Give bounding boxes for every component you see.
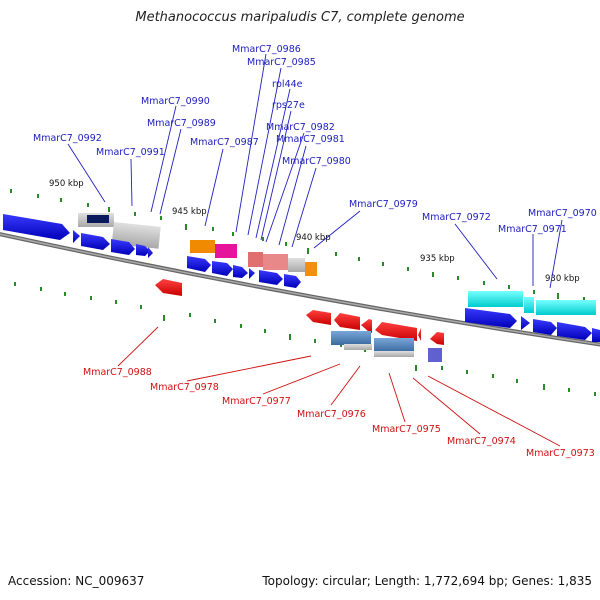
gene-label-mmarc7-0974: MmarC7_0974 xyxy=(447,436,516,447)
gene-label-mmarc7-0988: MmarC7_0988 xyxy=(83,367,152,378)
gene-label-rpl44e: rpl44e xyxy=(272,79,303,90)
gene-label-mmarc7-0986: MmarC7_0986 xyxy=(232,44,301,55)
scale-label-950: 950 kbp xyxy=(49,179,84,189)
gene-label-mmarc7-0981: MmarC7_0981 xyxy=(276,134,345,145)
gene-label-mmarc7-0987: MmarC7_0987 xyxy=(190,137,259,148)
gene-label-mmarc7-0976: MmarC7_0976 xyxy=(297,409,366,420)
accession-label: Accession: NC_009637 xyxy=(8,574,145,588)
reverse-genes xyxy=(155,279,444,345)
scale-ticks xyxy=(10,189,596,396)
scale-label-930: 930 kbp xyxy=(545,274,580,284)
bottom-leaders xyxy=(117,326,561,447)
gene-label-mmarc7-0978: MmarC7_0978 xyxy=(150,382,219,393)
gene-label-mmarc7-0970: MmarC7_0970 xyxy=(528,208,597,219)
gene-label-rps27e: rps27e xyxy=(272,100,305,111)
gene-label-mmarc7-0977: MmarC7_0977 xyxy=(222,396,291,407)
top-leaders xyxy=(67,53,563,289)
gene-label-mmarc7-0991: MmarC7_0991 xyxy=(96,147,165,158)
scale-label-940: 940 kbp xyxy=(296,233,331,243)
gene-label-mmarc7-0982: MmarC7_0982 xyxy=(266,122,335,133)
genome-summary: Topology: circular; Length: 1,772,694 bp… xyxy=(262,574,592,588)
gene-label-mmarc7-0979: MmarC7_0979 xyxy=(349,199,418,210)
gene-label-mmarc7-0972: MmarC7_0972 xyxy=(422,212,491,223)
forward-genes xyxy=(3,214,600,342)
gene-label-mmarc7-0973: MmarC7_0973 xyxy=(526,448,595,459)
gene-label-mmarc7-0971: MmarC7_0971 xyxy=(498,224,567,235)
gene-label-mmarc7-0985: MmarC7_0985 xyxy=(247,57,316,68)
scale-label-935: 935 kbp xyxy=(420,254,455,264)
scale-label-945: 945 kbp xyxy=(172,207,207,217)
gene-label-mmarc7-0989: MmarC7_0989 xyxy=(147,118,216,129)
map-title: Methanococcus maripaludis C7, complete g… xyxy=(135,10,465,25)
feature-track-lower xyxy=(331,331,442,362)
gene-label-mmarc7-0992: MmarC7_0992 xyxy=(33,133,102,144)
gene-label-mmarc7-0990: MmarC7_0990 xyxy=(141,96,210,107)
gene-label-mmarc7-0975: MmarC7_0975 xyxy=(372,424,441,435)
gene-label-mmarc7-0980: MmarC7_0980 xyxy=(282,156,351,167)
